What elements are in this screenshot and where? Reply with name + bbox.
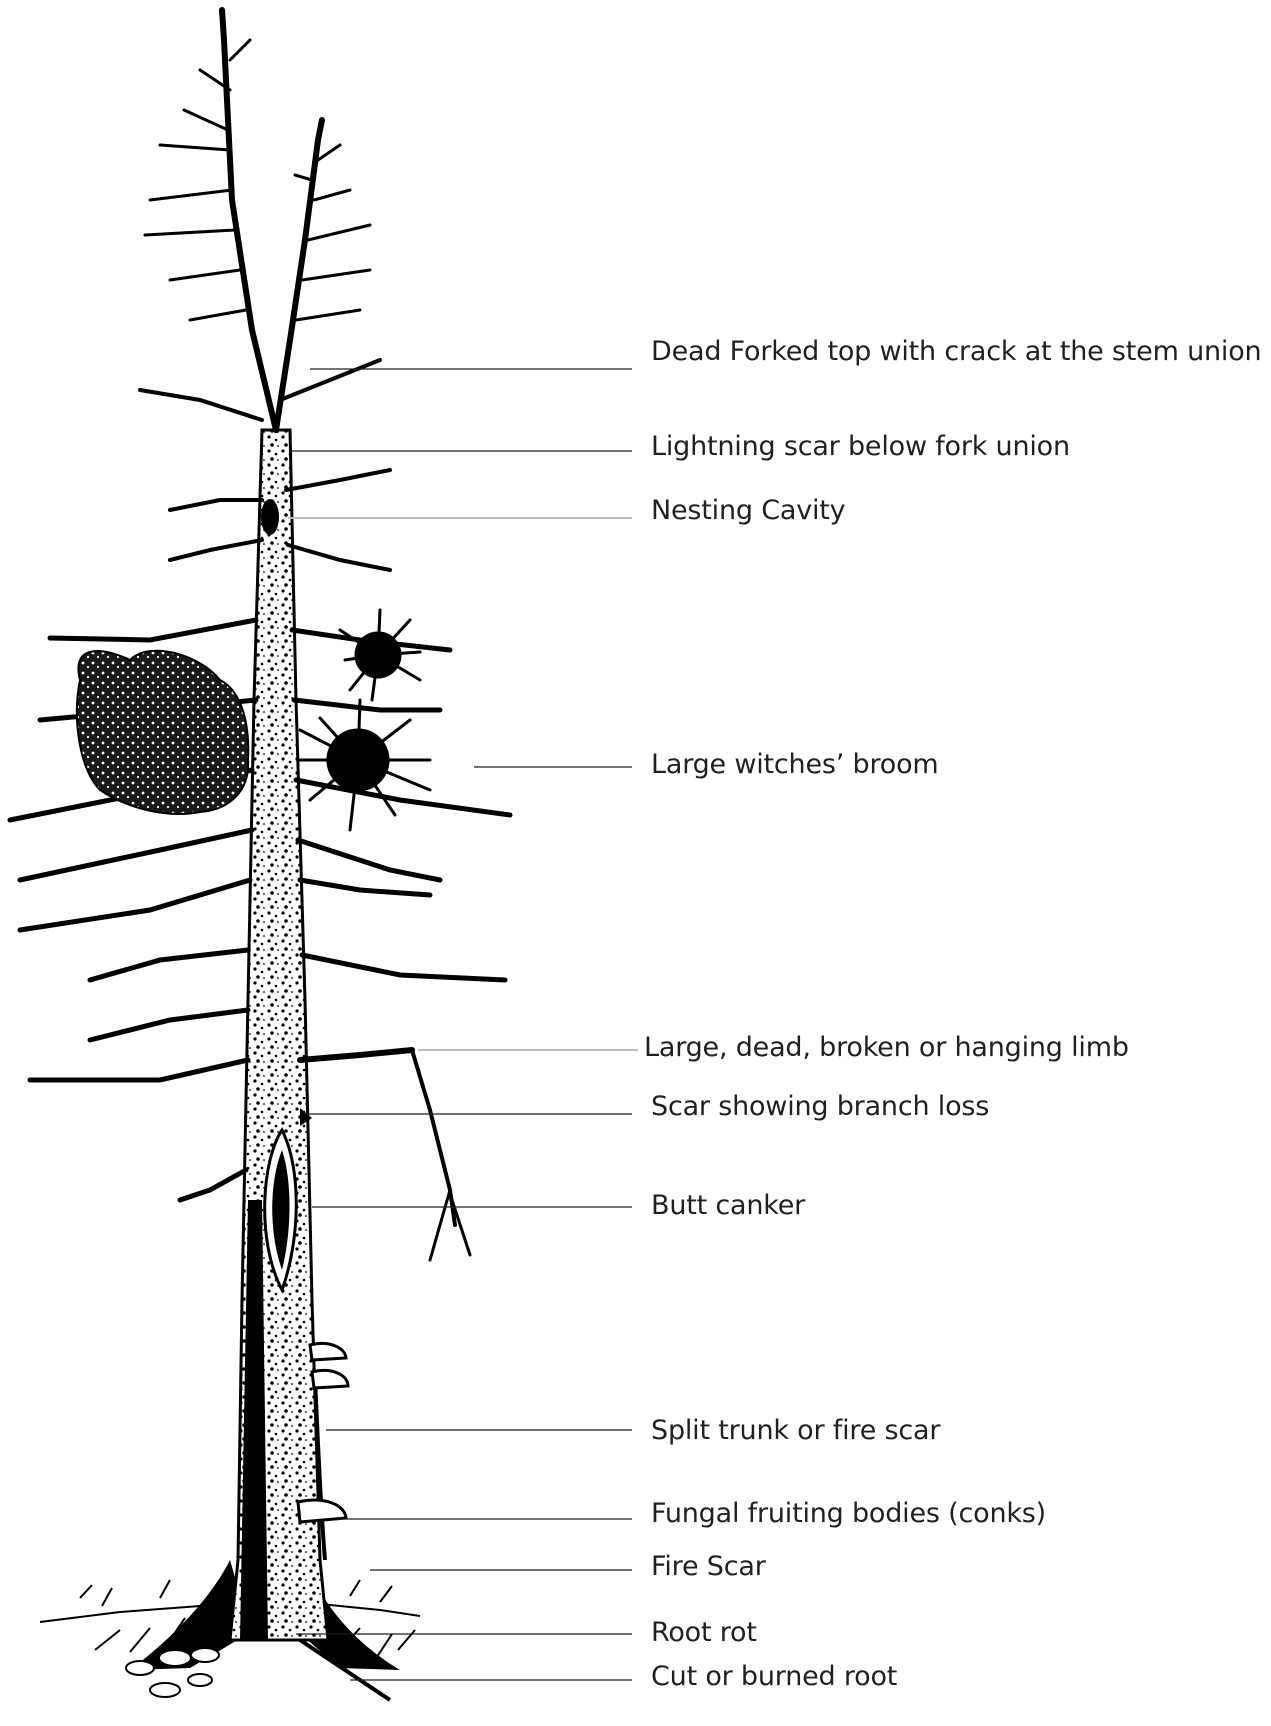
label-root-rot: Root rot <box>651 1617 757 1649</box>
leader-lines <box>288 369 638 1680</box>
forked-top <box>145 10 370 430</box>
right-witches-broom <box>300 610 430 830</box>
mushrooms <box>126 1648 219 1697</box>
label-branch-loss-scar: Scar showing branch loss <box>651 1091 989 1123</box>
label-butt-canker: Butt canker <box>651 1190 805 1222</box>
hanging-dead-limb <box>300 1050 470 1260</box>
label-fungal-conks: Fungal fruiting bodies (conks) <box>651 1498 1046 1530</box>
label-dead-forked-top: Dead Forked top with crack at the stem u… <box>651 336 1261 368</box>
label-fire-scar: Fire Scar <box>651 1551 766 1583</box>
left-witches-broom <box>77 651 248 814</box>
label-cut-root: Cut or burned root <box>651 1661 897 1693</box>
dead-tree-illustration <box>10 10 510 1700</box>
label-nesting-cavity: Nesting Cavity <box>651 495 845 527</box>
nesting-cavity <box>261 499 279 535</box>
label-lightning-scar: Lightning scar below fork union <box>651 431 1070 463</box>
label-split-trunk: Split trunk or fire scar <box>651 1415 940 1447</box>
label-witches-broom: Large witches’ broom <box>651 749 939 781</box>
label-hanging-limb: Large, dead, broken or hanging limb <box>644 1032 1129 1064</box>
